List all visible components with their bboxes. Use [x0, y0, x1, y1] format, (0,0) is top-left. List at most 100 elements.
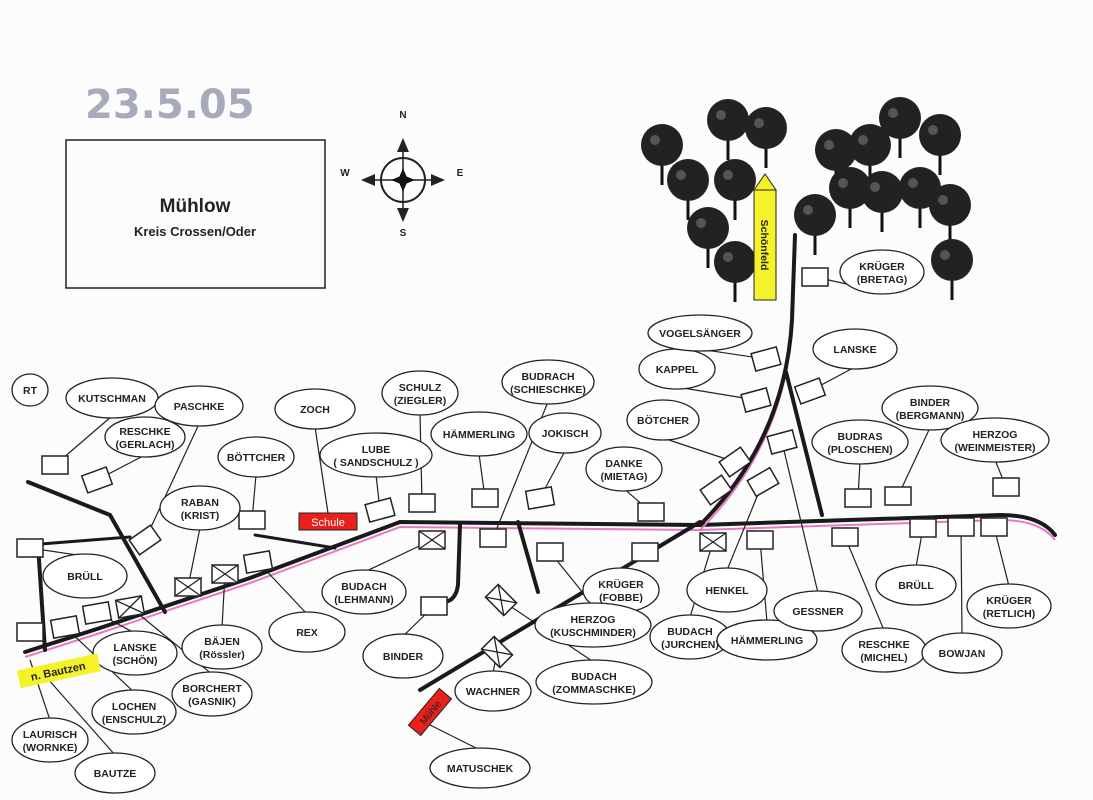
house-icon — [16, 538, 44, 558]
resident-label: WACHNER — [454, 670, 532, 712]
resident-label: BUDRAS(PLOSCHEN) — [811, 419, 909, 465]
compass-east: E — [457, 168, 464, 179]
resident-label: JOKISCH — [528, 412, 602, 454]
compass-north: N — [399, 110, 406, 121]
house-icon — [844, 488, 872, 508]
svg-text:Schule: Schule — [311, 517, 345, 529]
map-title: Mühlow — [160, 196, 231, 217]
destroyed-house-icon — [484, 583, 518, 617]
tree-icon — [861, 171, 903, 232]
resident-label: BUDACH(JURCHEN) — [649, 614, 731, 660]
resident-label: BRÜLL — [875, 564, 957, 606]
resident-name: LUBE — [362, 444, 391, 456]
resident-former-name: (SCHÖN) — [113, 654, 158, 667]
house-icon — [793, 377, 827, 405]
tree-icon — [879, 97, 921, 158]
resident-name: KAPPEL — [656, 364, 699, 376]
resident-former-name: (KRIST) — [181, 510, 220, 522]
resident-name: KRÜGER — [859, 260, 905, 273]
resident-label: ZOCH — [274, 388, 356, 430]
road — [443, 523, 462, 604]
leader-line — [781, 441, 819, 594]
leader-line — [257, 561, 308, 615]
resident-former-name: (BERGMANN) — [896, 410, 965, 422]
road — [253, 533, 337, 550]
resident-name: HENKEL — [705, 585, 749, 597]
house-icon — [479, 528, 507, 548]
house-icon — [80, 466, 114, 494]
leader-line — [844, 536, 885, 631]
leader-line — [187, 527, 201, 588]
resident-name: LOCHEN — [112, 701, 156, 713]
destroyed-house-icon — [699, 532, 727, 552]
destroyed-house-icon — [174, 577, 202, 597]
resident-name: DANKE — [605, 458, 642, 470]
resident-former-name: (PLOSCHEN) — [827, 444, 892, 456]
resident-name: LANSKE — [833, 344, 876, 356]
resident-label: PASCHKE — [154, 385, 244, 427]
resident-former-name: (ZIEGLER) — [394, 395, 447, 407]
road-highlight — [24, 518, 1056, 658]
leader-line — [144, 423, 200, 541]
resident-name: BÖTCHER — [637, 414, 689, 427]
resident-former-name: (JURCHEN) — [661, 639, 719, 651]
destroyed-house-icon — [480, 635, 514, 669]
tree-icon — [794, 194, 836, 255]
resident-label: HÄMMERLING — [430, 411, 528, 457]
resident-name: BUDACH — [341, 581, 387, 593]
schoenfeld-direction-sign: Schönfeld — [753, 173, 777, 301]
house-icon — [801, 267, 829, 287]
resident-label: KRÜGER(BRETAG) — [839, 249, 925, 295]
house-icon — [884, 486, 912, 506]
resident-name: BUDACH — [571, 671, 617, 683]
resident-name: RESCHKE — [858, 639, 909, 651]
compass-west: W — [340, 168, 350, 179]
tree-icon — [829, 167, 871, 228]
resident-label: RESCHKE(GERLACH) — [104, 416, 186, 458]
house-icon — [471, 488, 499, 508]
resident-name: KRÜGER — [986, 594, 1032, 607]
resident-label: LUBE( SANDSCHULZ ) — [319, 432, 433, 478]
resident-former-name: (SCHIESCHKE) — [510, 384, 586, 396]
resident-former-name: ( SANDSCHULZ ) — [333, 457, 418, 469]
house-icon — [718, 446, 752, 478]
house-icon — [420, 596, 448, 616]
resident-label: VOGELSÄNGER — [647, 314, 753, 352]
road — [698, 233, 797, 527]
resident-name: RESCHKE — [119, 426, 170, 438]
resident-label: RESCHKE(MICHEL) — [841, 627, 927, 673]
resident-name: BORCHERT — [182, 683, 242, 695]
resident-name: BINDER — [910, 397, 951, 409]
resident-name: GESSNER — [792, 606, 844, 618]
resident-name: SCHULZ — [399, 382, 442, 394]
road — [516, 520, 540, 594]
resident-name: HÄMMERLING — [731, 634, 803, 647]
tree-icon — [687, 207, 729, 268]
school-sign: Schule — [298, 512, 358, 531]
resident-label: BÖTCHER — [626, 399, 700, 441]
road — [26, 535, 132, 547]
house-icon — [128, 524, 162, 556]
destroyed-house-icon — [114, 595, 146, 619]
forest — [641, 97, 973, 302]
house-icon — [831, 527, 859, 547]
house-icon — [980, 517, 1008, 537]
resident-label: DANKE(MIETAG) — [585, 446, 663, 492]
house-icon — [242, 550, 274, 574]
mill-sign: Mühle — [407, 687, 453, 737]
leader-line — [429, 724, 481, 751]
resident-label: BUDACH(LEHMANN) — [321, 569, 407, 615]
house-icon — [536, 542, 564, 562]
house-icon — [49, 615, 81, 639]
house-icon — [637, 502, 665, 522]
resident-name: HERZOG — [973, 429, 1018, 441]
resident-former-name: (BRETAG) — [857, 274, 908, 286]
resident-name: KUTSCHMAN — [78, 393, 146, 405]
resident-label: KRÜGER(FOBBE) — [582, 567, 660, 613]
house-icon — [364, 497, 396, 523]
resident-label: KRÜGER(RETLICH) — [966, 583, 1052, 629]
resident-label: HERZOG(WEINMEISTER) — [940, 417, 1050, 463]
house-icon — [408, 493, 436, 513]
title-box: Mühlow Kreis Crossen/Oder — [65, 139, 326, 289]
